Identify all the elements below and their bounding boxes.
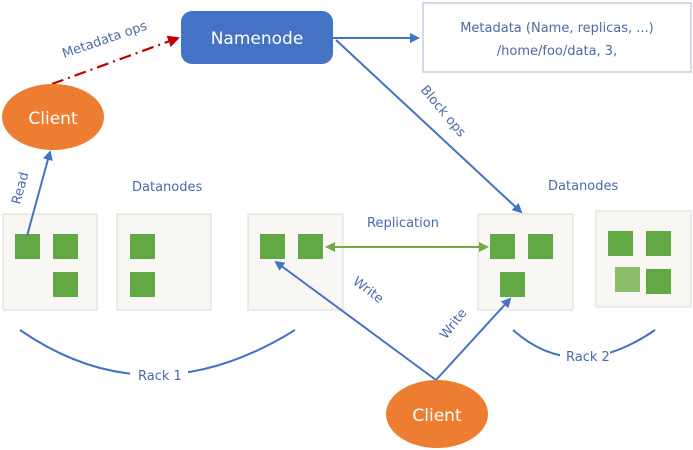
client-bottom[interactable] [386,380,488,448]
read-label: Read [9,171,32,206]
block [608,231,633,256]
block [528,234,553,259]
client-top[interactable] [2,84,104,150]
write-right-label: Write [437,306,470,342]
namenode-label: Namenode [211,29,304,49]
block [130,234,155,259]
read-arrow [26,150,53,237]
datanode-5 [595,210,692,308]
block-ops-arrow [335,39,523,214]
datanode-3 [247,213,344,311]
metadata-line1: Metadata (Name, replicas, ...) [460,21,654,36]
rack1-label-bg [130,366,188,384]
block [53,234,78,259]
block [130,272,155,297]
block [53,272,78,297]
replication-label: Replication [367,216,439,231]
block [500,272,525,297]
rack1-label: Rack 1 [138,369,182,384]
write-left-arrow [274,260,437,381]
block [490,234,515,259]
client-bottom-label: Client [412,406,462,426]
client-top-label: Client [28,109,78,129]
metadata-box [422,2,692,73]
block [260,234,285,259]
datanodes-left-label: Datanodes [132,180,202,195]
metadata-line2: /home/foo/data, 3, [497,44,617,59]
block [15,234,40,259]
metadata-ops-label: Metadata ops [60,19,149,62]
namenode[interactable] [181,11,333,64]
block-light [615,267,640,292]
block-ops-label: Block ops [417,83,469,141]
datanodes-right-label: Datanodes [548,179,618,194]
rack2-label: Rack 2 [566,350,610,365]
write-left-label: Write [350,274,386,307]
write-right-arrow [435,297,512,381]
block [646,269,671,294]
datanode-4 [477,213,574,311]
block [298,234,323,259]
datanode-1 [2,213,98,311]
rack2-label-bg [560,347,610,365]
block [646,231,671,256]
